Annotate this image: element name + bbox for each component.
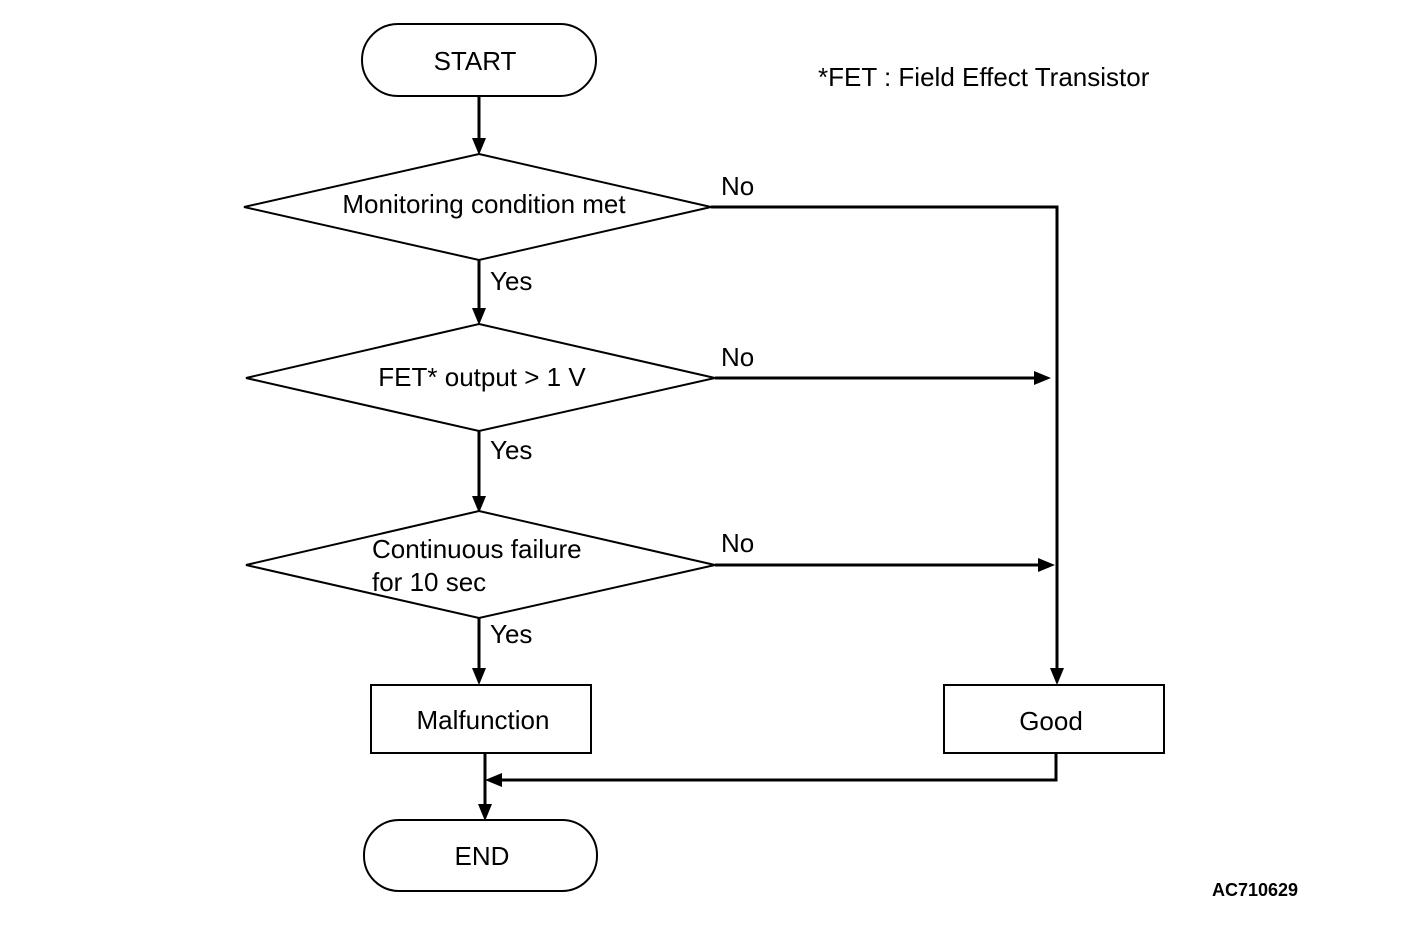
- end-label: END: [455, 841, 510, 871]
- arrowhead-malfunction-to-end: [478, 804, 492, 821]
- arrowhead-start-to-monitoring: [472, 138, 486, 155]
- malfunction-box: [370, 684, 592, 754]
- arrowhead-good-to-merge: [485, 773, 502, 787]
- monitoring-no-label: No: [721, 171, 754, 201]
- monitoring-yes-label: Yes: [490, 266, 532, 296]
- connector-monitoring-no-to-good: [711, 205, 1059, 670]
- decision-continuous-label-line2: for 10 sec: [372, 567, 486, 597]
- fet-yes-label: Yes: [490, 435, 532, 465]
- decision-monitoring-label: Monitoring condition met: [342, 189, 626, 219]
- end-terminator: [363, 819, 598, 892]
- continuous-no-label: No: [721, 528, 754, 558]
- fet-no-label: No: [721, 342, 754, 372]
- figure-code: AC710629: [1212, 880, 1298, 900]
- good-box: [943, 684, 1165, 754]
- arrowhead-monitoring-yes-to-fet: [472, 308, 486, 325]
- continuous-yes-label: Yes: [490, 619, 532, 649]
- arrowhead-continuous-yes-to-malfunction: [472, 668, 486, 685]
- malfunction-label: Malfunction: [417, 705, 550, 735]
- decision-continuous-failure: [245, 509, 716, 620]
- arrowhead-monitoring-no-to-good: [1050, 668, 1064, 685]
- footnote-text: *FET : Field Effect Transistor: [818, 62, 1150, 92]
- decision-continuous-label-line1: Continuous failure: [372, 534, 582, 564]
- start-label: START: [434, 46, 517, 76]
- arrowhead-continuous-no: [1038, 558, 1055, 572]
- arrowhead-fet-no: [1034, 371, 1051, 385]
- arrowhead-fet-yes-to-continuous: [472, 496, 486, 513]
- connector-good-to-merge: [500, 753, 1058, 782]
- good-label: Good: [1019, 706, 1083, 736]
- decision-fet-label: FET* output > 1 V: [378, 362, 586, 392]
